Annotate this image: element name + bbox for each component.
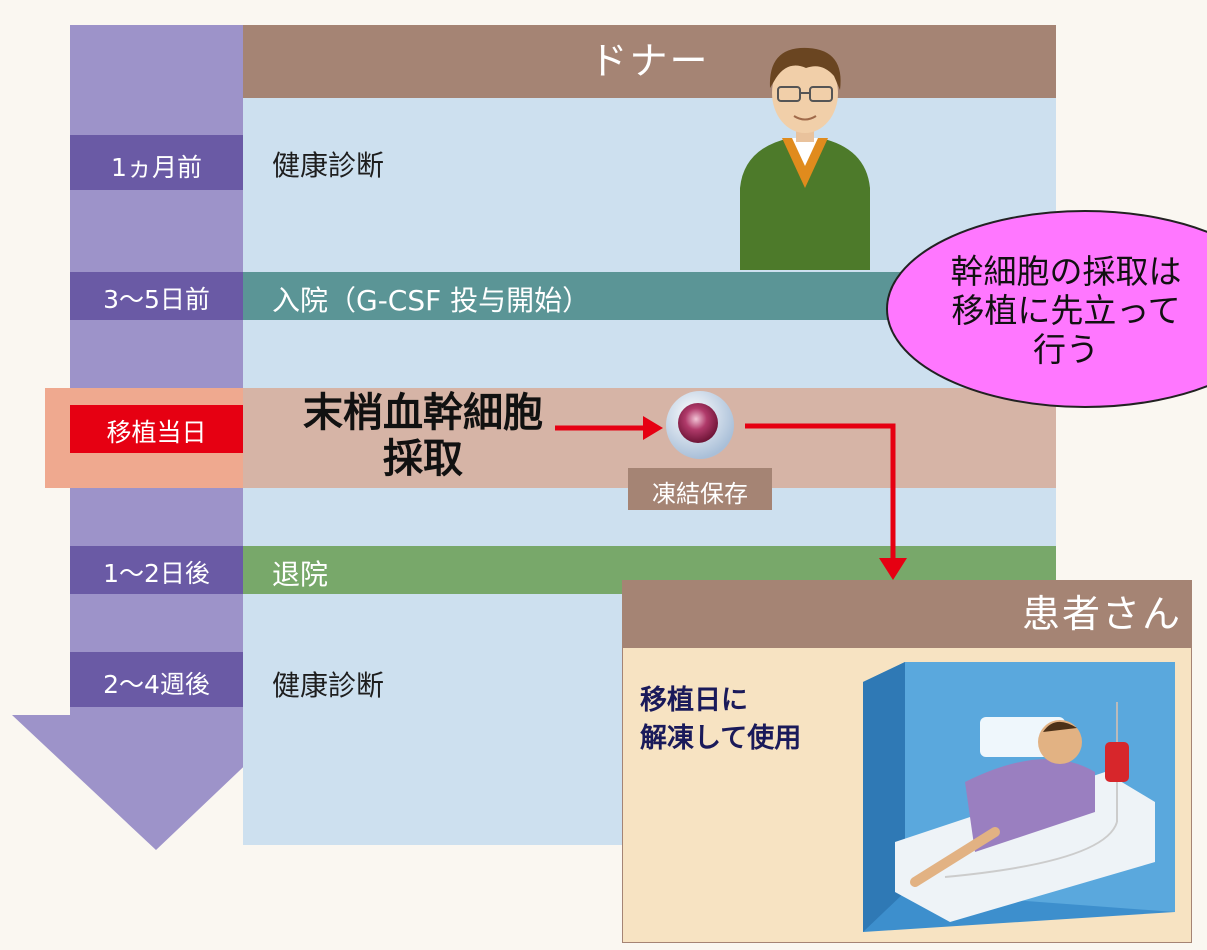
timeline-label-4: 1～2日後 <box>103 559 210 588</box>
patient-illustration <box>863 662 1175 932</box>
transfer-arrow-line <box>745 423 896 560</box>
harvest-text-line1: 末梢血幹細胞 <box>303 390 543 436</box>
timeline-label-5: 2～4週後 <box>103 670 210 699</box>
admission-text: 入院（G-CSF 投与開始） <box>272 284 591 317</box>
note-bubble-line2: 移植に先立って <box>951 291 1181 330</box>
timeline-label-2: 3～5日前 <box>103 285 210 314</box>
timeline-label-3: 移植当日 <box>106 418 207 447</box>
donor-illustration <box>740 47 870 270</box>
harvest-arrow-head <box>643 416 663 440</box>
transfer-arrow-head <box>879 558 907 580</box>
patient-header <box>622 580 1192 648</box>
freeze-label: 凍結保存 <box>652 480 748 508</box>
patient-title: 患者さん <box>1021 592 1182 636</box>
health-check-text-2: 健康診断 <box>272 669 385 702</box>
harvest-text-line2: 採取 <box>383 436 463 482</box>
note-bubble <box>886 210 1207 408</box>
donor-title: ドナー <box>589 39 710 83</box>
timeline-label-box-5 <box>70 652 243 707</box>
timeline-label-1: 1ヵ月前 <box>111 153 202 182</box>
timeline-label-box-2 <box>70 272 243 320</box>
patient-note-line2: 解凍して使用 <box>640 723 802 754</box>
timeline-label-box-4 <box>70 546 243 594</box>
harvest-text: 末梢血幹細胞 採取 <box>268 390 578 482</box>
discharge-text: 退院 <box>272 558 329 591</box>
freeze-label-box <box>628 468 772 510</box>
cell-core <box>678 403 718 443</box>
health-check-text-1: 健康診断 <box>272 149 385 182</box>
note-bubble-line1: 幹細胞の採取は <box>950 252 1182 291</box>
note-bubble-line3: 行う <box>1033 330 1099 369</box>
donor-header <box>243 25 1056 98</box>
note-bubble-text: 幹細胞の採取は 移植に先立って 行う <box>925 252 1207 369</box>
timeline-label-box-3 <box>70 405 243 453</box>
patient-note-line1: 移植日に <box>640 685 748 716</box>
timeline-label-box-1 <box>70 135 243 190</box>
